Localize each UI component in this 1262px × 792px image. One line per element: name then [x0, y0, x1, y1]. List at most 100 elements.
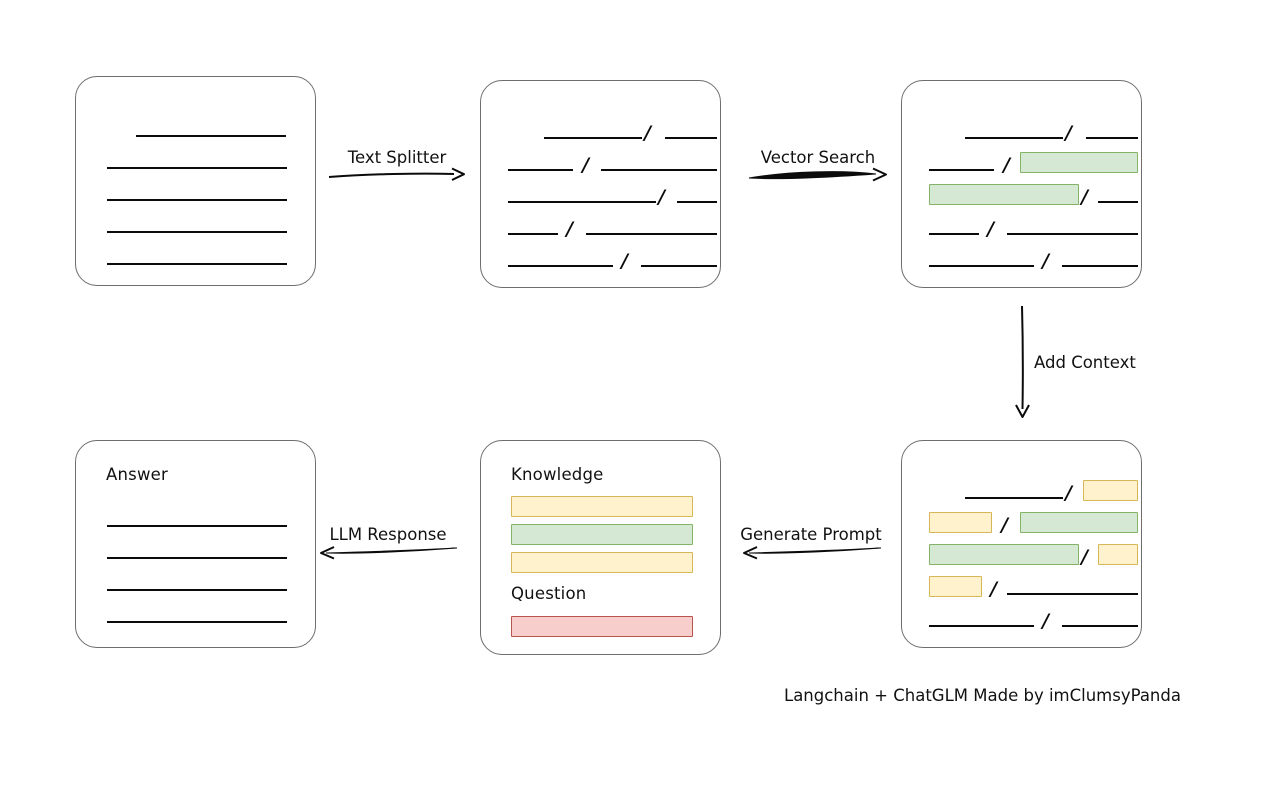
text-row: /	[902, 181, 1141, 207]
text-row	[76, 601, 315, 623]
edge-llm-response	[318, 545, 458, 561]
text-underline	[1062, 265, 1138, 267]
text-row	[76, 147, 315, 169]
separator-slash: /	[1003, 154, 1010, 176]
text-row: /	[481, 181, 720, 207]
text-row	[76, 537, 315, 559]
text-underline	[508, 201, 656, 203]
text-row: /	[902, 477, 1141, 503]
text-underline	[107, 589, 287, 591]
separator-slash: /	[621, 250, 628, 272]
text-underline	[641, 265, 717, 267]
separator-slash: /	[1042, 250, 1049, 272]
highlight-chip-green	[929, 544, 1079, 565]
text-underline	[929, 625, 1034, 627]
text-underline	[1098, 201, 1138, 203]
node-matched-document[interactable]: / / / / /	[901, 80, 1142, 288]
edge-generate-prompt	[740, 545, 882, 561]
text-underline	[965, 497, 1063, 499]
text-row	[76, 211, 315, 233]
text-row	[76, 569, 315, 591]
text-underline	[1007, 233, 1138, 235]
edge-text-splitter-label: Text Splitter	[347, 148, 447, 167]
node-prompt[interactable]: Knowledge Question	[480, 440, 721, 655]
text-row: /	[481, 213, 720, 239]
separator-slash: /	[990, 578, 997, 600]
text-underline	[677, 201, 717, 203]
separator-slash: /	[1081, 546, 1088, 568]
footer-credit: Langchain + ChatGLM Made by imClumsyPand…	[784, 686, 1181, 705]
text-underline	[508, 169, 573, 171]
separator-slash: /	[644, 122, 651, 144]
text-underline	[1086, 137, 1138, 139]
node-context-document[interactable]: / / / / /	[901, 440, 1142, 648]
text-row: /	[902, 605, 1141, 631]
text-underline	[1062, 625, 1138, 627]
highlight-chip-yellow	[929, 512, 992, 533]
text-underline	[107, 557, 287, 559]
edge-generate-prompt-label: Generate Prompt	[740, 525, 882, 544]
highlight-chip-yellow	[929, 576, 982, 597]
text-underline	[107, 231, 287, 233]
node-source-document[interactable]	[75, 76, 316, 286]
text-underline	[544, 137, 642, 139]
text-row: /	[481, 117, 720, 143]
text-row	[76, 505, 315, 527]
prompt-bar-yellow	[511, 552, 693, 573]
highlight-chip-green	[929, 184, 1079, 205]
answer-title: Answer	[106, 465, 168, 484]
separator-slash: /	[987, 218, 994, 240]
text-row: /	[481, 149, 720, 175]
highlight-chip-green	[1020, 512, 1138, 533]
text-row: /	[902, 117, 1141, 143]
edge-llm-response-label: LLM Response	[329, 525, 447, 544]
separator-slash: /	[1042, 610, 1049, 632]
node-answer[interactable]: Answer	[75, 440, 316, 648]
text-underline	[508, 233, 558, 235]
highlight-chip-yellow	[1098, 544, 1138, 565]
prompt-knowledge-label: Knowledge	[511, 465, 604, 484]
prompt-bar-yellow	[511, 496, 693, 517]
text-underline	[665, 137, 717, 139]
separator-slash: /	[1065, 482, 1072, 504]
separator-slash: /	[1065, 122, 1072, 144]
text-underline	[107, 525, 287, 527]
text-underline	[508, 265, 613, 267]
text-row: /	[902, 573, 1141, 599]
prompt-question-label: Question	[511, 584, 587, 603]
text-underline	[1007, 593, 1138, 595]
text-underline	[601, 169, 717, 171]
text-underline	[136, 135, 286, 137]
text-underline	[107, 199, 287, 201]
text-row: /	[902, 149, 1141, 175]
text-underline	[929, 169, 994, 171]
node-split-document[interactable]: / / / / /	[480, 80, 721, 288]
text-row	[76, 243, 315, 265]
edge-add-context-label: Add Context	[1034, 353, 1136, 372]
text-row	[76, 115, 315, 137]
text-underline	[929, 265, 1034, 267]
text-row: /	[902, 213, 1141, 239]
text-underline	[586, 233, 717, 235]
separator-slash: /	[1081, 186, 1088, 208]
text-underline	[107, 621, 287, 623]
text-underline	[929, 233, 979, 235]
text-row	[76, 179, 315, 201]
text-row: /	[902, 509, 1141, 535]
separator-slash: /	[658, 186, 665, 208]
separator-slash: /	[1001, 514, 1008, 536]
edge-vector-search	[748, 167, 888, 186]
text-row: /	[902, 541, 1141, 567]
separator-slash: /	[566, 218, 573, 240]
edge-add-context	[1012, 305, 1034, 419]
highlight-chip-green	[1020, 152, 1138, 173]
text-underline	[107, 167, 287, 169]
text-row: /	[902, 245, 1141, 271]
text-row: /	[481, 245, 720, 271]
text-underline	[107, 263, 287, 265]
edge-vector-search-label: Vector Search	[760, 148, 876, 167]
edge-text-splitter	[328, 167, 466, 184]
highlight-chip-yellow	[1083, 480, 1138, 501]
separator-slash: /	[582, 154, 589, 176]
